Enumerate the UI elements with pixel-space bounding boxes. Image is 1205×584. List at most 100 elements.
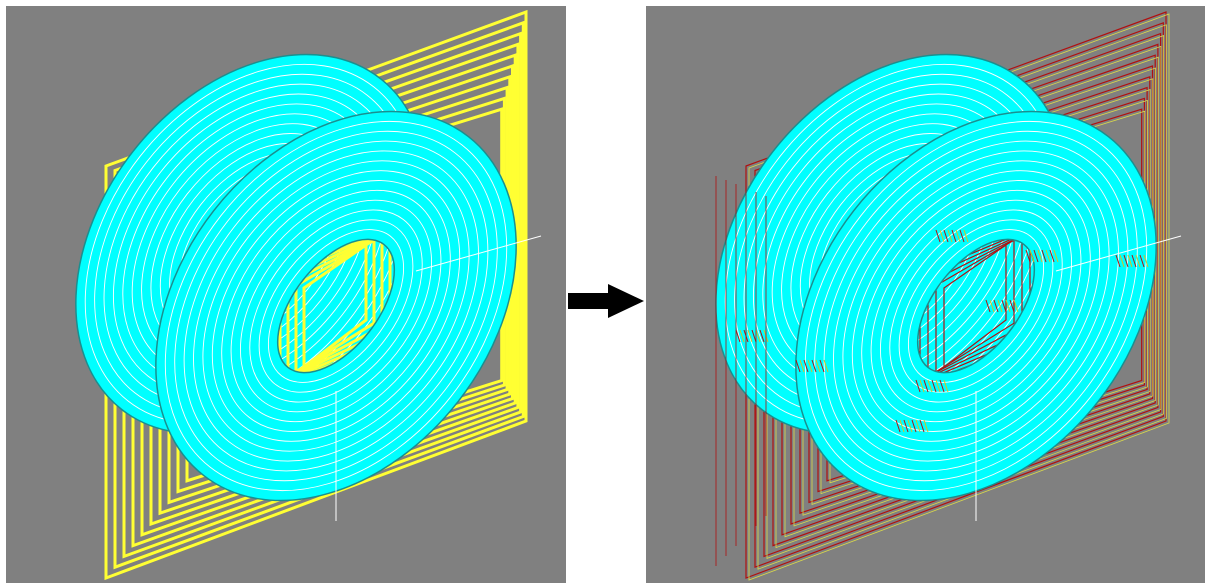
tick-mark bbox=[1005, 299, 1011, 313]
winding-line bbox=[833, 150, 1119, 462]
winding-line bbox=[230, 189, 442, 423]
tick-mark bbox=[943, 229, 949, 243]
tick-mark bbox=[939, 379, 945, 393]
after-view bbox=[646, 6, 1205, 583]
tick-mark bbox=[993, 299, 999, 313]
tick-mark bbox=[1041, 249, 1047, 263]
tick-mark bbox=[935, 229, 941, 243]
winding-line bbox=[879, 199, 1073, 413]
front-ring-body bbox=[154, 110, 518, 502]
connection-ticks bbox=[715, 176, 1149, 566]
inner-frame bbox=[302, 242, 368, 371]
tick-mark bbox=[1127, 254, 1133, 268]
winding-line bbox=[743, 83, 1039, 405]
coil-frame bbox=[754, 21, 1164, 569]
winding-line bbox=[861, 180, 1091, 432]
winding-line bbox=[103, 83, 399, 405]
tick-mark bbox=[959, 229, 965, 243]
winding-line bbox=[823, 140, 1129, 472]
tick-mark bbox=[963, 229, 969, 243]
tick-mark bbox=[927, 379, 933, 393]
tick-mark bbox=[1053, 249, 1059, 263]
inner-frame bbox=[294, 237, 376, 375]
winding-line bbox=[211, 170, 461, 442]
before-view bbox=[6, 6, 566, 583]
seam-line bbox=[415, 235, 542, 272]
winding-line bbox=[734, 73, 1048, 415]
before-scene bbox=[6, 6, 566, 583]
tick-mark bbox=[1123, 254, 1129, 268]
tick-mark bbox=[919, 379, 925, 393]
tick-mark bbox=[1119, 254, 1125, 268]
tick-mark bbox=[1143, 254, 1149, 268]
winding-line bbox=[842, 160, 1110, 452]
winding-line bbox=[907, 229, 1045, 383]
tick-mark bbox=[1009, 299, 1015, 313]
tick-mark bbox=[947, 229, 953, 243]
tick-mark bbox=[951, 229, 957, 243]
winding-line bbox=[94, 73, 408, 415]
coil-frame-secondary bbox=[748, 13, 1170, 581]
tick-mark bbox=[919, 419, 925, 433]
tick-mark bbox=[955, 229, 961, 243]
tick-mark bbox=[759, 329, 765, 343]
winding-line bbox=[898, 219, 1054, 393]
winding-line bbox=[221, 180, 451, 432]
tick-mark bbox=[939, 229, 945, 243]
winding-line bbox=[249, 209, 423, 403]
front-ring-body bbox=[794, 110, 1158, 502]
coil-frame-secondary bbox=[766, 35, 1164, 559]
tick-mark bbox=[923, 379, 929, 393]
tick-mark bbox=[895, 419, 901, 433]
winding-line bbox=[752, 93, 1030, 395]
tick-mark bbox=[735, 329, 741, 343]
tick-mark bbox=[747, 329, 753, 343]
winding-line bbox=[814, 130, 1138, 482]
inner-frame bbox=[943, 243, 1007, 369]
tick-mark bbox=[985, 299, 991, 313]
front-ring bbox=[154, 110, 518, 502]
tick-mark bbox=[915, 419, 921, 433]
tick-mark bbox=[1139, 254, 1145, 268]
tick-mark bbox=[815, 359, 821, 373]
tick-mark bbox=[997, 299, 1003, 313]
winding-line bbox=[174, 130, 498, 482]
tick-mark bbox=[1029, 249, 1035, 263]
right-arrow-icon bbox=[568, 284, 644, 318]
tick-mark bbox=[755, 329, 761, 343]
transform-arrow bbox=[568, 284, 644, 318]
winding-line bbox=[193, 150, 479, 462]
tick-mark bbox=[1049, 249, 1055, 263]
tick-mark bbox=[1013, 299, 1019, 313]
tick-mark bbox=[943, 379, 949, 393]
winding-line bbox=[183, 140, 489, 472]
tick-mark bbox=[911, 419, 917, 433]
winding-line bbox=[267, 229, 405, 383]
winding-line bbox=[239, 199, 433, 413]
tick-mark bbox=[1033, 249, 1039, 263]
tick-mark bbox=[1045, 249, 1051, 263]
coil-frame bbox=[122, 31, 523, 559]
tick-mark bbox=[907, 419, 913, 433]
tick-mark bbox=[923, 419, 929, 433]
winding-line bbox=[202, 160, 470, 452]
tick-mark bbox=[807, 359, 813, 373]
tick-mark bbox=[1131, 254, 1137, 268]
tick-mark bbox=[1025, 249, 1031, 263]
tick-mark bbox=[1037, 249, 1043, 263]
tick-mark bbox=[799, 359, 805, 373]
winding-line bbox=[889, 209, 1063, 403]
coil-frame-secondary bbox=[757, 24, 1167, 570]
tick-mark bbox=[795, 359, 801, 373]
winding-line bbox=[804, 120, 1148, 492]
tick-mark bbox=[1001, 299, 1007, 313]
after-scene bbox=[646, 6, 1205, 583]
tick-mark bbox=[899, 419, 905, 433]
winding-line bbox=[164, 120, 508, 492]
tick-mark bbox=[1135, 254, 1141, 268]
coil-frame bbox=[113, 20, 525, 570]
tick-mark bbox=[803, 359, 809, 373]
winding-line bbox=[870, 189, 1082, 423]
inner-frame bbox=[935, 239, 1015, 373]
coil-frame bbox=[763, 32, 1162, 558]
